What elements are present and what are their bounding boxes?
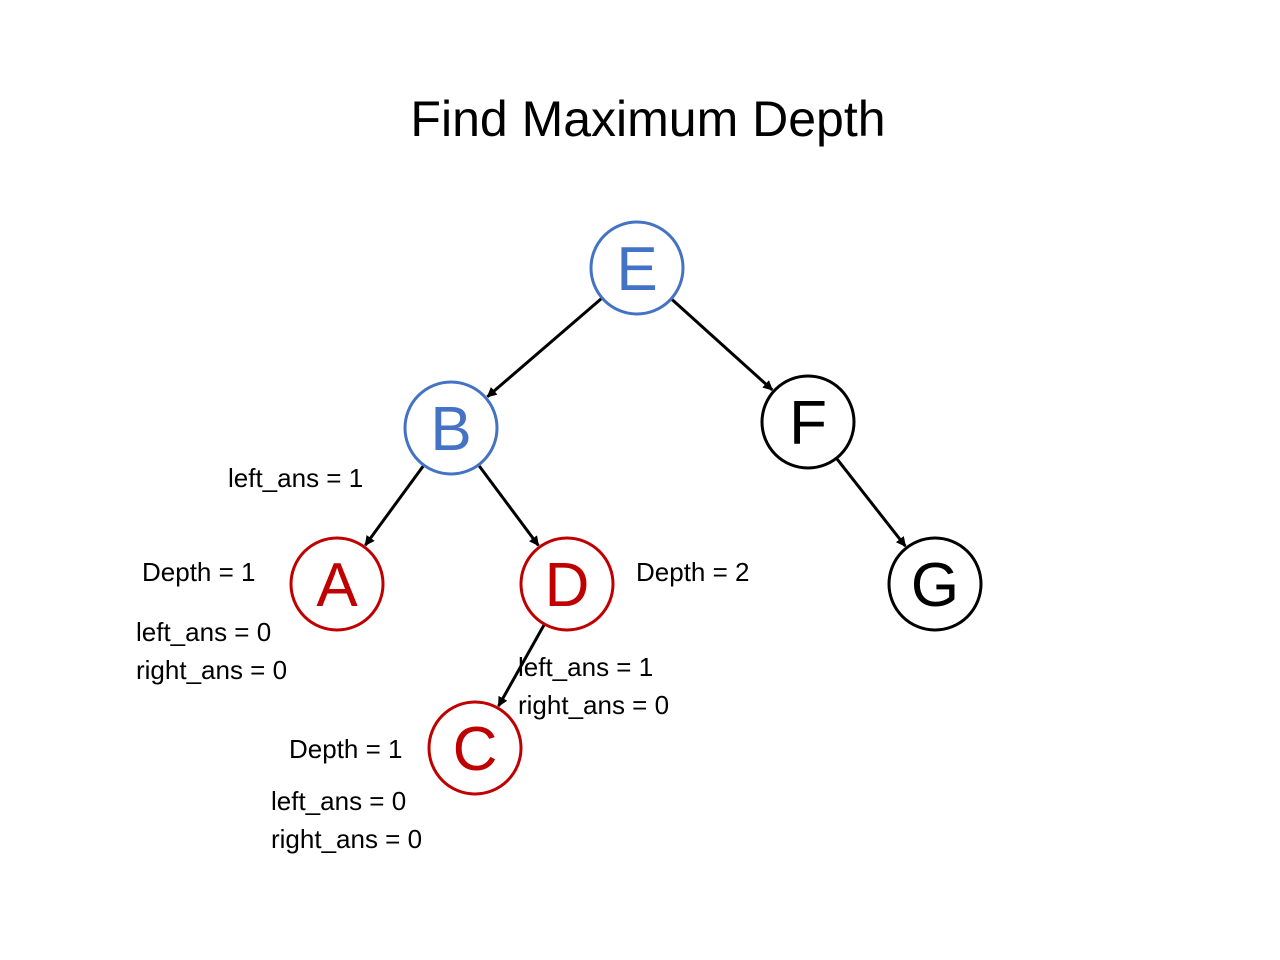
edges-layer: [364, 296, 907, 707]
annotation-a-left-ans: left_ans = 0: [136, 617, 271, 647]
edge-d-c: [497, 623, 546, 707]
annotation-d-right-ans: right_ans = 0: [518, 690, 669, 720]
node-d: D: [519, 536, 615, 632]
node-d-label: D: [545, 551, 590, 620]
node-g-label: G: [911, 551, 959, 620]
edge-b-a: [364, 464, 426, 547]
annotation-b-left-ans: left_ans = 1: [228, 463, 363, 493]
node-c: C: [427, 700, 523, 796]
diagram-title: Find Maximum Depth: [410, 91, 885, 147]
node-g: G: [887, 536, 983, 632]
node-a-label: A: [316, 551, 358, 620]
annotation-c-left-ans: left_ans = 0: [271, 786, 406, 816]
node-e: E: [589, 220, 685, 316]
node-e-label: E: [616, 235, 657, 304]
node-f: F: [760, 374, 856, 470]
annotation-d-depth: Depth = 2: [636, 557, 749, 587]
node-b: B: [403, 380, 499, 476]
edge-e-f: [670, 297, 774, 392]
edge-f-g: [835, 457, 907, 548]
node-f-circle: [760, 374, 856, 470]
node-b-label: B: [430, 395, 471, 464]
node-c-label: C: [453, 715, 498, 784]
node-f-label: F: [789, 389, 827, 458]
node-a: A: [289, 536, 385, 632]
node-b-circle: [403, 380, 499, 476]
annotation-a-right-ans: right_ans = 0: [136, 655, 287, 685]
node-a-circle: [289, 536, 385, 632]
annotation-c-right-ans: right_ans = 0: [271, 824, 422, 854]
node-g-circle: [887, 536, 983, 632]
annotation-d-left-ans: left_ans = 1: [518, 652, 653, 682]
edge-e-b: [486, 296, 604, 398]
annotation-c-depth: Depth = 1: [289, 734, 402, 764]
annotation-a-depth: Depth = 1: [142, 557, 255, 587]
edge-b-d: [477, 464, 540, 547]
node-c-circle: [427, 700, 523, 796]
node-d-circle: [519, 536, 615, 632]
node-e-circle: [589, 220, 685, 316]
